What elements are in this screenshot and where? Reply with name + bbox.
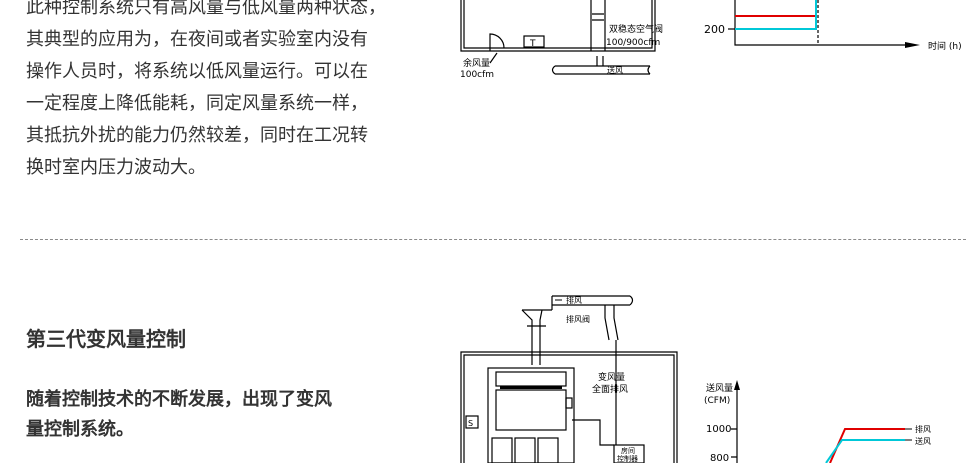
intro-line: 一定程度上降低能耗，同定风量系统一样，	[26, 93, 368, 114]
section-divider	[20, 239, 966, 240]
legend-supply: 送风	[915, 436, 931, 446]
controller-label: 房间	[621, 446, 635, 455]
supply-line	[825, 439, 905, 463]
supply-line	[735, 0, 817, 30]
residual-label: 余风量	[463, 57, 490, 69]
intro-line: 此种控制系统只有高风量与低风量两种状态，	[26, 0, 386, 18]
section-body-line: 随着控制技术的不断发展，出现了变风	[26, 389, 332, 410]
tick-label: 200	[704, 23, 725, 36]
exhaust-label: 排风	[566, 295, 582, 305]
section-body-line: 量控制系统。	[26, 419, 134, 440]
y-axis-arrow	[734, 380, 740, 390]
residual-value: 100cfm	[460, 70, 494, 80]
intro-paragraph: 此种控制系统只有高风量与低风量两种状态， 其典型的应用为，在夜间或者实验室内没有…	[26, 0, 426, 184]
y-axis-label: 送风量	[706, 382, 733, 394]
axis-arrow	[905, 42, 920, 48]
valve-label: 双稳态空气阀	[609, 23, 663, 35]
damper-label: 排风阀	[566, 314, 590, 324]
intro-line: 换时室内压力波动大。	[26, 157, 206, 178]
tick-label: 800	[710, 453, 729, 463]
controller-label-2: 控制器	[617, 454, 638, 463]
vav-label: 变风量	[598, 371, 625, 383]
sensor-label: S	[468, 419, 473, 428]
supply-label: 送风	[607, 65, 623, 75]
intro-line: 其抵抗外扰的能力仍然较差，同时在工况转	[26, 125, 368, 146]
valve-value: 100/900cfm	[606, 38, 660, 48]
section-title: 第三代变风量控制	[26, 327, 186, 351]
x-axis-label: 时间 (h)	[928, 40, 962, 52]
section-body: 随着控制技术的不断发展，出现了变风 量控制系统。	[26, 385, 332, 445]
intro-line: 其典型的应用为，在夜间或者实验室内没有	[26, 29, 368, 50]
exhaust-line	[829, 428, 905, 463]
tick-label: 1000	[706, 424, 731, 435]
intro-line: 操作人员时，将系统以低风量运行。可以在	[26, 61, 368, 82]
thermostat-label: T	[529, 39, 536, 49]
vav-label-2: 全面排风	[592, 383, 628, 395]
legend-exhaust: 排风	[915, 424, 931, 434]
y-axis-unit: (CFM)	[704, 396, 730, 406]
